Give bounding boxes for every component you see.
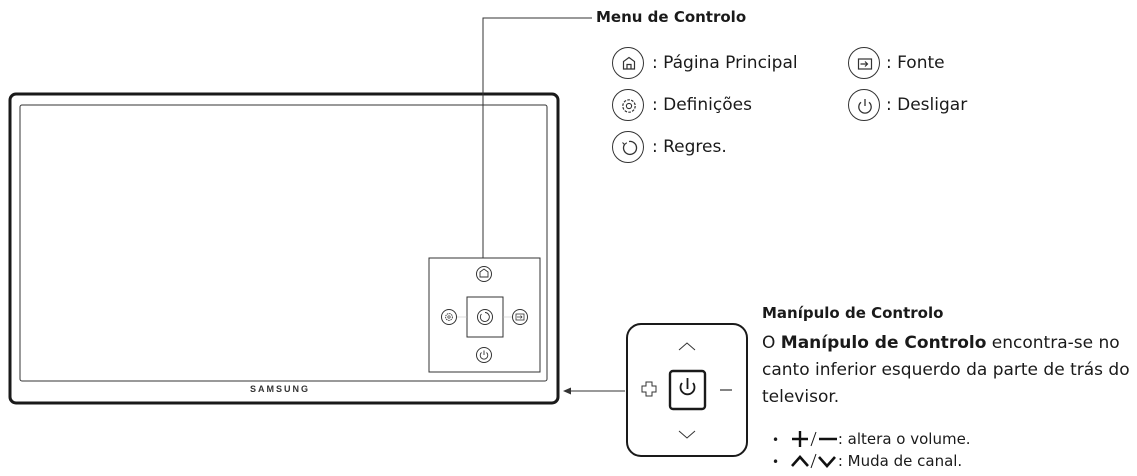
- control-menu-item-power: : Desligar: [886, 95, 968, 115]
- tv-brand-logo: SAMSUNG: [250, 384, 310, 394]
- menu-home-icon: [476, 266, 492, 282]
- menu-power-icon: [476, 347, 492, 363]
- control-stick-description: O Manípulo de Controlo encontra-se no ca…: [762, 333, 1130, 407]
- control-stick-name: Manípulo de Controlo: [780, 333, 987, 353]
- tv-screen: [19, 104, 548, 382]
- up-down-icon: [790, 453, 836, 469]
- control-menu-title: Menu de Controlo: [596, 8, 747, 26]
- control-menu-item-home: : Página Principal: [652, 53, 798, 73]
- control-stick-plus-icon: [641, 381, 657, 397]
- settings-icon: [612, 89, 644, 121]
- control-menu-item-settings: : Definições: [652, 95, 752, 115]
- control-stick-up-icon: [678, 342, 696, 351]
- menu-return-icon: [477, 309, 493, 325]
- home-icon: [612, 47, 644, 79]
- menu-source-icon: [512, 309, 528, 325]
- power-icon: [848, 89, 880, 121]
- menu-settings-icon: [441, 309, 457, 325]
- control-menu-callout-line: [482, 17, 592, 258]
- control-menu-item-source: : Fonte: [886, 53, 945, 73]
- plus-minus-icon: [791, 431, 837, 447]
- bullet-channel: • : Muda de canal.: [772, 452, 963, 470]
- return-icon: [612, 131, 644, 163]
- bullet-volume: • : altera o volume.: [772, 430, 971, 448]
- control-stick-down-icon: [678, 430, 696, 439]
- control-stick-power-icon: [679, 378, 696, 396]
- source-icon: [848, 47, 880, 79]
- control-menu-item-return: : Regres.: [652, 137, 727, 157]
- control-stick-title: Manípulo de Controlo: [762, 304, 944, 322]
- control-stick-power-button: [668, 369, 707, 411]
